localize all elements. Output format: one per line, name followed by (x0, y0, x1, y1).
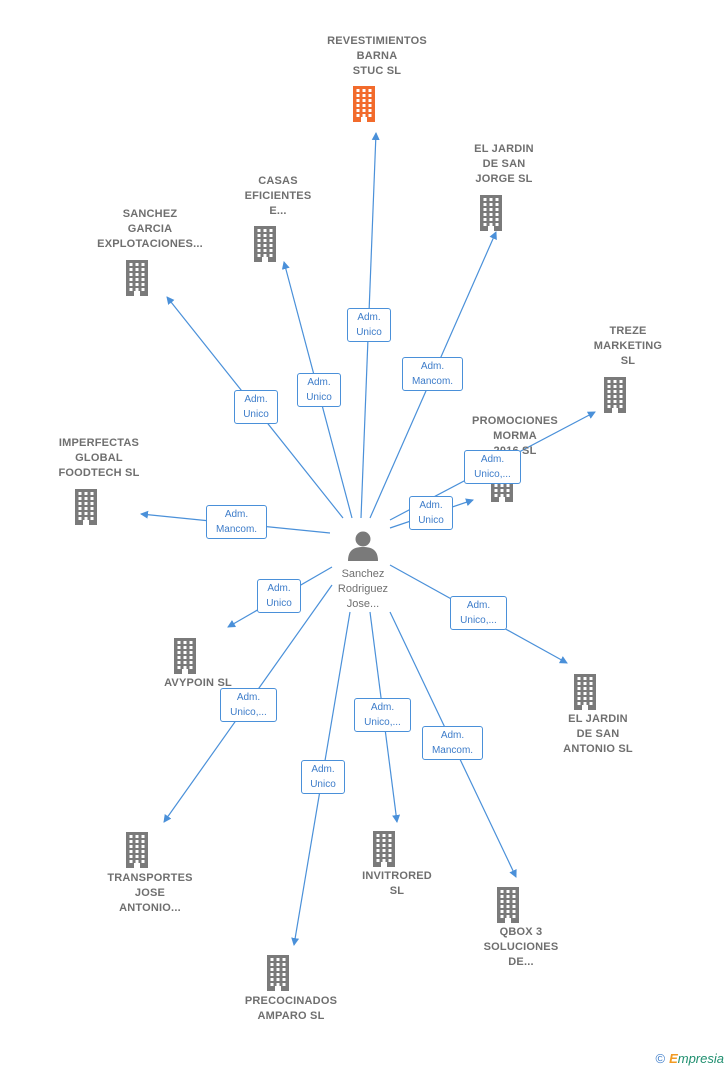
building-icon[interactable] (70, 487, 102, 525)
building-icon[interactable] (368, 829, 400, 867)
company-name-11[interactable]: QBOX 3 SOLUCIONES DE... (483, 926, 559, 968)
company-name-12[interactable]: PRECOCINADOS AMPARO SL (244, 995, 338, 1022)
relationship-label-3[interactable]: Adm. Unico (234, 390, 278, 424)
company-name-2[interactable]: CASAS EFICIENTES E... (244, 175, 312, 217)
brand-initial: E (669, 1051, 678, 1066)
company-name-8[interactable]: EL JARDIN DE SAN ANTONIO SL (563, 713, 633, 755)
relationship-label-4[interactable]: Adm. Unico,... (464, 450, 521, 484)
relationship-label-8[interactable]: Adm. Unico,... (450, 596, 507, 630)
company-name-6[interactable]: IMPERFECTAS GLOBAL FOODTECH SL (58, 437, 140, 479)
company-name-9[interactable]: TRANSPORTES JOSE ANTONIO... (107, 872, 193, 914)
relationship-label-7[interactable]: Adm. Unico (257, 579, 301, 613)
building-icon[interactable] (121, 830, 153, 868)
building-icon[interactable] (475, 193, 507, 231)
relationship-label-11[interactable]: Adm. Mancom. (422, 726, 483, 760)
brand-footer: ©Empresia (655, 1051, 724, 1066)
building-icon[interactable] (169, 636, 201, 674)
building-icon[interactable] (249, 224, 281, 262)
person-name[interactable]: Sanchez Rodriguez Jose... (337, 568, 389, 610)
relationship-label-9[interactable]: Adm. Unico,... (220, 688, 277, 722)
relationship-label-0[interactable]: Adm. Unico (347, 308, 391, 342)
person-icon[interactable] (346, 530, 380, 562)
company-name-1[interactable]: EL JARDIN DE SAN JORGE SL (474, 143, 534, 185)
building-icon[interactable] (599, 375, 631, 413)
company-name-7[interactable]: AVYPOIN SL (164, 677, 232, 689)
company-name-0[interactable]: REVESTIMIENTOS BARNA STUC SL (327, 35, 427, 77)
relationship-label-2[interactable]: Adm. Unico (297, 373, 341, 407)
building-icon[interactable] (121, 258, 153, 296)
company-name-3[interactable]: SANCHEZ GARCIA EXPLOTACIONES... (97, 208, 203, 250)
brand-name: mpresia (677, 1051, 724, 1066)
building-icon[interactable] (262, 953, 294, 991)
relationship-label-1[interactable]: Adm. Mancom. (402, 357, 463, 391)
company-name-10[interactable]: INVITRORED SL (362, 870, 432, 897)
copyright-symbol: © (655, 1051, 666, 1066)
building-icon[interactable] (492, 885, 524, 923)
relationship-label-12[interactable]: Adm. Unico (301, 760, 345, 794)
relationship-label-10[interactable]: Adm. Unico,... (354, 698, 411, 732)
building-icon[interactable] (569, 672, 601, 710)
company-name-4[interactable]: TREZE MARKETING SL (593, 325, 663, 367)
relationship-label-6[interactable]: Adm. Mancom. (206, 505, 267, 539)
company-name-5[interactable]: PROMOCIONES MORMA 2016 SL (472, 415, 558, 457)
relationship-label-5[interactable]: Adm. Unico (409, 496, 453, 530)
building-icon[interactable] (348, 84, 380, 122)
